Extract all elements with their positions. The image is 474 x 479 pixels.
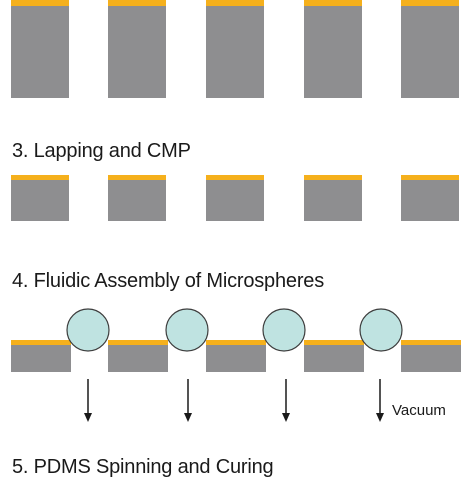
arrow-down-icon <box>282 379 290 422</box>
vacuum-arrows <box>84 379 384 422</box>
lapped-pillar-row <box>11 175 459 221</box>
pillar <box>304 0 362 98</box>
platform-coating <box>401 340 461 345</box>
pillar <box>401 0 459 98</box>
assembly-row <box>11 308 461 372</box>
microsphere <box>165 308 209 352</box>
step-title-pdms: 5. PDMS Spinning and Curing <box>12 456 274 478</box>
pillar <box>11 0 69 98</box>
pillar-coating <box>401 0 459 6</box>
microsphere <box>262 308 306 352</box>
pillar-coating <box>108 0 166 6</box>
arrow-down-icon <box>184 379 192 422</box>
pillar <box>304 175 362 221</box>
arrow-down-icon <box>84 379 92 422</box>
step-title-fluidic-assembly: 4. Fluidic Assembly of Microspheres <box>12 270 325 292</box>
pillar <box>401 175 459 221</box>
pillar-coating <box>11 0 69 6</box>
step-title-lapping: 3. Lapping and CMP <box>12 140 191 162</box>
pillar-coating <box>108 175 166 180</box>
pillar-coating <box>11 175 69 180</box>
tall-pillar-row <box>11 0 459 98</box>
platform-coating <box>11 340 71 345</box>
vacuum-label: Vacuum <box>392 402 446 419</box>
platform-segment <box>401 340 461 372</box>
microsphere <box>66 308 110 352</box>
platform-segment <box>304 340 364 372</box>
platform-segment <box>108 340 168 372</box>
microsphere <box>359 308 403 352</box>
platform-coating <box>108 340 168 345</box>
pillar-coating <box>206 175 264 180</box>
platform-coating <box>304 340 364 345</box>
platform-coating <box>206 340 266 345</box>
pillar <box>108 175 166 221</box>
pillar-coating <box>206 0 264 6</box>
pillar <box>206 0 264 98</box>
pillar-coating <box>304 0 362 6</box>
pillar <box>206 175 264 221</box>
arrow-down-icon <box>376 379 384 422</box>
platform-segment <box>206 340 266 372</box>
platform-segment <box>11 340 71 372</box>
pillar <box>108 0 166 98</box>
pillar-coating <box>304 175 362 180</box>
pillar <box>11 175 69 221</box>
pillar-coating <box>401 175 459 180</box>
